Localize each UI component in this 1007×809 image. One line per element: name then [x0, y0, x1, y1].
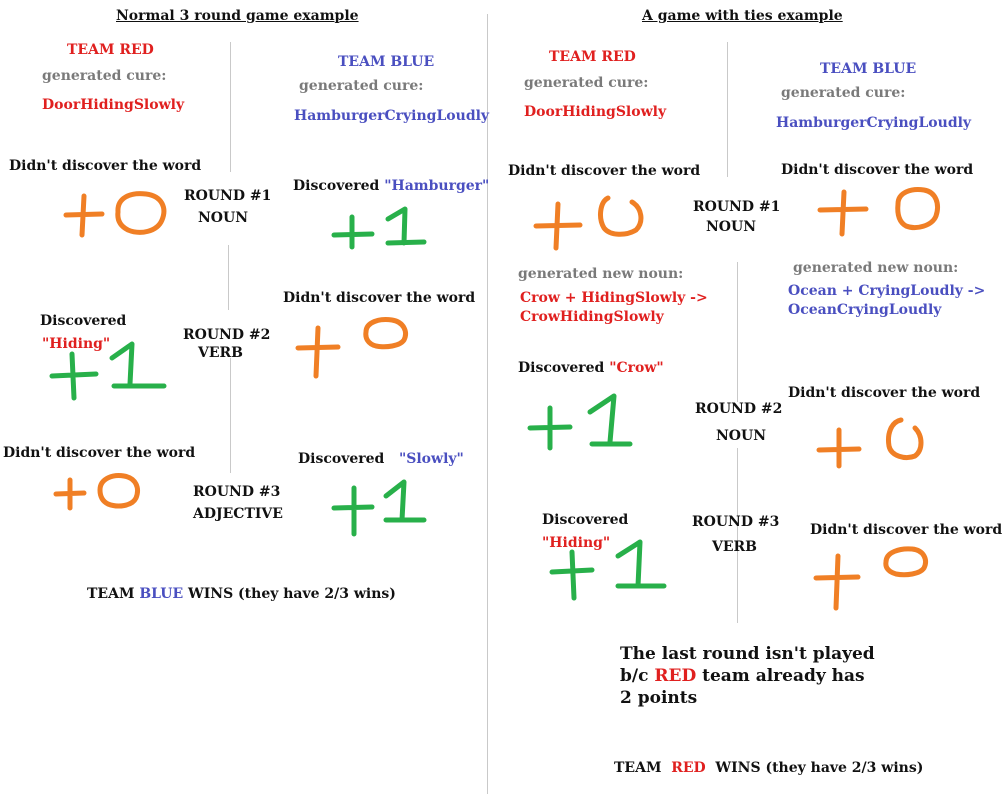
- left-blue-cure: HamburgerCryingLoudly: [294, 108, 490, 124]
- score-plus-zero: [817, 187, 940, 237]
- right-note-line3: 2 points: [620, 688, 698, 708]
- left-r1-blue-status: Discovered "Hamburger": [293, 179, 489, 193]
- note-prefix: b/c: [620, 666, 655, 686]
- left-r2-type: VERB: [198, 345, 244, 361]
- right-r1-type: NOUN: [706, 219, 756, 235]
- right-r2-label: ROUND #2: [695, 401, 783, 417]
- result-prefix: TEAM: [87, 586, 140, 602]
- right-blue-new-noun-line2: OceanCryingLoudly: [788, 302, 942, 318]
- score-plus-zero: [53, 473, 140, 511]
- right-r2-blue-status: Didn't discover the word: [788, 385, 981, 401]
- left-title: Normal 3 round game example: [116, 8, 359, 24]
- status-prefix: Discovered: [518, 360, 605, 376]
- score-plus-one: [331, 206, 427, 250]
- right-divider-3: [737, 448, 738, 623]
- right-blue-cure: HamburgerCryingLoudly: [776, 115, 972, 131]
- right-red-generated-label: generated cure:: [524, 75, 649, 91]
- status-prefix: Discovered: [293, 178, 380, 194]
- score-plus-one: [49, 341, 167, 401]
- left-r3-blue-status: Discovered "Slowly": [298, 452, 464, 466]
- score-plus-zero: [295, 317, 408, 379]
- score-plus-one: [331, 479, 427, 537]
- right-r1-red-status: Didn't discover the word: [508, 163, 701, 179]
- right-r3-label: ROUND #3: [692, 514, 780, 530]
- left-r1-red-status: Didn't discover the word: [9, 158, 202, 174]
- right-r3-red-status: Discovered: [542, 512, 629, 528]
- score-plus-zero: [813, 546, 928, 611]
- right-divider-2: [737, 262, 738, 402]
- right-red-cure: DoorHidingSlowly: [524, 104, 667, 120]
- left-red-team-label: TEAM RED: [67, 42, 154, 58]
- left-red-cure: DoorHidingSlowly: [42, 97, 185, 113]
- left-r2-label: ROUND #2: [183, 327, 271, 343]
- right-result: TEAM RED WINS (they have 2/3 wins): [614, 761, 923, 775]
- left-r3-label: ROUND #3: [193, 484, 281, 500]
- left-result: TEAM BLUE WINS (they have 2/3 wins): [87, 587, 396, 601]
- right-note-line2: b/c RED team already has: [620, 665, 865, 687]
- right-blue-team-label: TEAM BLUE: [820, 61, 917, 77]
- score-plus-zero: [816, 417, 924, 469]
- result-suffix: WINS (they have 2/3 wins): [710, 760, 924, 776]
- right-red-new-noun-label: generated new noun:: [518, 266, 684, 282]
- right-r3-type: VERB: [712, 539, 758, 555]
- score-plus-zero: [533, 195, 644, 251]
- note-suffix: team already has: [696, 666, 865, 686]
- left-red-generated-label: generated cure:: [42, 68, 167, 84]
- right-r3-red-word: "Hiding": [542, 535, 611, 551]
- right-r2-type: NOUN: [716, 428, 766, 444]
- score-plus-one: [527, 393, 633, 451]
- left-divider-1: [230, 42, 231, 172]
- right-r1-label: ROUND #1: [693, 199, 781, 215]
- right-red-team-label: TEAM RED: [549, 49, 636, 65]
- winning-team: RED: [671, 760, 706, 776]
- discovered-word: "Slowly": [398, 451, 464, 467]
- discovered-word: "Hamburger": [384, 178, 490, 194]
- right-blue-new-noun-line1: Ocean + CryingLoudly ->: [788, 283, 986, 299]
- right-note-line1: The last round isn't played: [620, 644, 875, 664]
- winning-team: BLUE: [139, 586, 184, 602]
- left-r1-label: ROUND #1: [184, 188, 272, 204]
- left-r2-red-word: "Hiding": [42, 336, 111, 352]
- score-plus-zero: [63, 191, 167, 238]
- right-title: A game with ties example: [642, 8, 843, 24]
- result-suffix: WINS (they have 2/3 wins): [183, 586, 396, 602]
- right-r1-blue-status: Didn't discover the word: [781, 162, 974, 178]
- right-r2-red-status: Discovered "Crow": [518, 361, 664, 375]
- right-red-new-noun-line2: CrowHidingSlowly: [520, 309, 664, 325]
- left-r1-type: NOUN: [198, 210, 248, 226]
- score-plus-one: [549, 539, 667, 601]
- discovered-word: "Crow": [609, 360, 664, 376]
- result-prefix: TEAM: [614, 760, 667, 776]
- right-red-new-noun-line1: Crow + HidingSlowly ->: [520, 290, 708, 306]
- left-r2-blue-status: Didn't discover the word: [283, 290, 476, 306]
- left-blue-team-label: TEAM BLUE: [338, 54, 435, 70]
- status-prefix: Discovered: [298, 451, 385, 467]
- left-divider-2: [228, 245, 229, 310]
- right-blue-new-noun-label: generated new noun:: [793, 260, 959, 276]
- left-r3-type: ADJECTIVE: [193, 506, 283, 522]
- left-r2-red-status: Discovered: [40, 313, 127, 329]
- right-blue-generated-label: generated cure:: [781, 85, 906, 101]
- center-divider: [487, 14, 488, 794]
- left-r3-red-status: Didn't discover the word: [3, 445, 196, 461]
- right-divider-1: [727, 42, 728, 177]
- left-blue-generated-label: generated cure:: [299, 78, 424, 94]
- right-r3-blue-status: Didn't discover the word: [810, 522, 1003, 538]
- left-divider-3: [230, 358, 231, 473]
- note-team: RED: [654, 666, 697, 686]
